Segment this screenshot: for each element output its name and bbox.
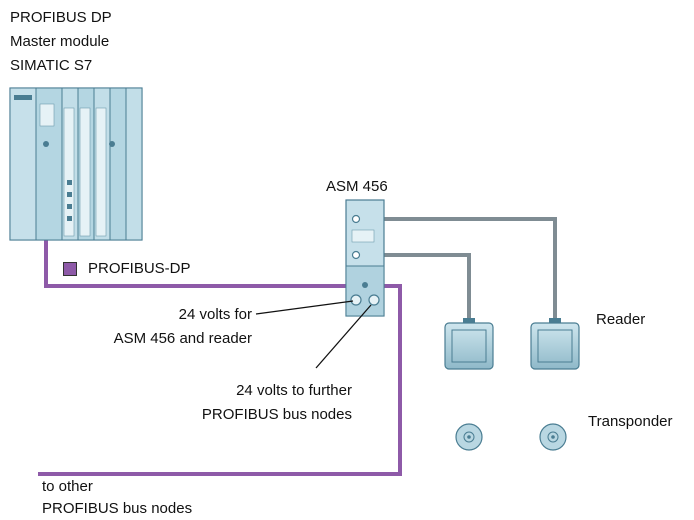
power-label-line2: ASM 456 and reader [113,330,252,347]
reader-right [530,318,580,370]
plc-master-module [9,87,143,241]
master-module-label-line1: PROFIBUS DP [10,9,112,26]
asm-456-module [345,199,385,317]
other-nodes-label-line1: to other [42,478,93,495]
leader-lines [255,300,372,369]
transponder-left [455,423,483,451]
master-module-label-line2: Master module [10,33,110,50]
master-module-label-line3: SIMATIC S7 [10,57,93,74]
further-nodes-label-line2: PROFIBUS bus nodes [201,406,352,423]
reader-left [444,318,494,370]
profibus-legend-swatch [63,262,77,276]
profibus-cable [38,240,402,476]
profibus-dp-label: PROFIBUS-DP [88,260,191,277]
reader-cable [372,217,557,322]
further-nodes-label-line1: 24 volts to further [236,382,352,399]
reader-label: Reader [596,311,646,328]
asm-456-label: ASM 456 [326,178,388,195]
transponder-right [539,423,567,451]
transponder-label: Transponder [588,413,673,430]
other-nodes-label-line2: PROFIBUS bus nodes [42,500,193,517]
power-label-line1: 24 volts for [178,306,252,323]
